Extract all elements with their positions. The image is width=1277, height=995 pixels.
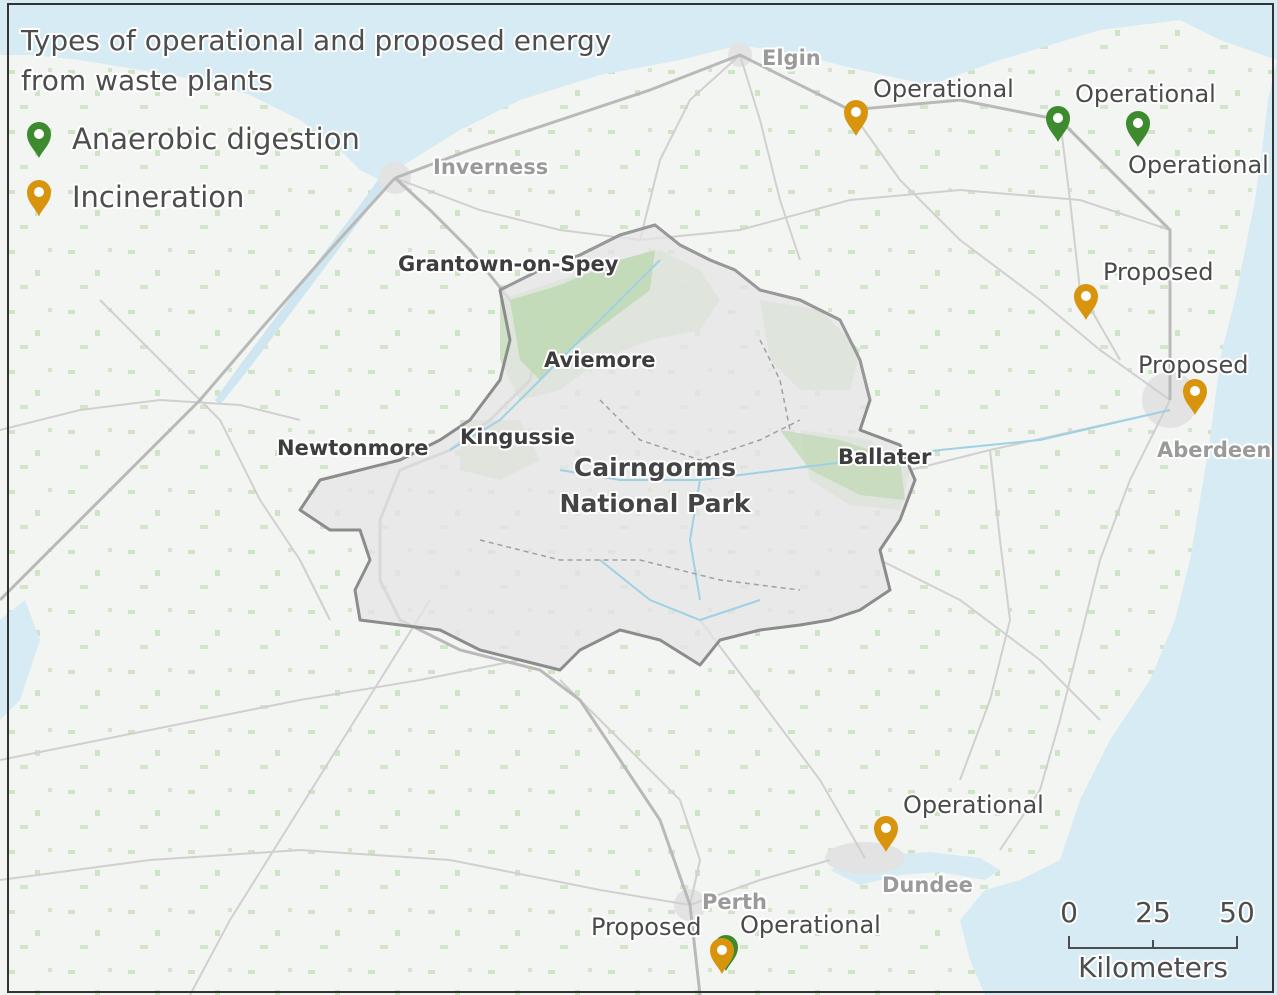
rothiemurchus-forest bbox=[510, 250, 655, 380]
scale-tick-50: 50 bbox=[1219, 896, 1255, 929]
rivers bbox=[449, 259, 1171, 622]
scale-tick-0: 0 bbox=[1060, 896, 1078, 929]
north-sea bbox=[960, 60, 1277, 995]
anaerobic-pin-icon bbox=[27, 122, 51, 158]
legend: Types of operational and proposed energy… bbox=[18, 22, 613, 216]
plant-marker-dundee-incineration[interactable] bbox=[874, 816, 898, 852]
legend-title-line1: Types of operational and proposed energy bbox=[20, 24, 611, 57]
town-aberdeen: Aberdeen bbox=[1157, 438, 1271, 462]
town-aviemore: Aviemore bbox=[544, 348, 656, 372]
town-perth: Perth bbox=[702, 890, 767, 914]
label-perth-proposed: Proposed bbox=[591, 913, 702, 941]
moray-firth-sea bbox=[0, 0, 1277, 180]
label-ne1-operational: Operational bbox=[1075, 80, 1216, 108]
plant-marker-ne2-anaerobic[interactable] bbox=[1126, 111, 1150, 147]
label-perth-operational: Operational bbox=[740, 911, 881, 939]
town-dundee: Dundee bbox=[882, 873, 973, 897]
town-newtonmore: Newtonmore bbox=[277, 436, 429, 460]
scale-bar-line bbox=[1068, 936, 1238, 949]
label-dundee-operational: Operational bbox=[903, 791, 1044, 819]
town-elgin: Elgin bbox=[762, 46, 821, 70]
map-frame bbox=[7, 3, 1274, 993]
legend-item-incineration: Incineration bbox=[72, 180, 244, 214]
park-name-line2: National Park bbox=[560, 489, 752, 518]
park-border-inner bbox=[499, 223, 871, 401]
plant-marker-inverurie-incineration[interactable] bbox=[1074, 284, 1098, 320]
incineration-pin-icon bbox=[27, 180, 51, 216]
plant-marker-ne1-anaerobic[interactable] bbox=[1046, 106, 1070, 142]
plant-marker-elgin-incineration[interactable] bbox=[844, 100, 868, 136]
park-name-line1: Cairngorms bbox=[574, 453, 736, 482]
label-elgin-operational: Operational bbox=[873, 75, 1014, 103]
west-loch bbox=[0, 600, 40, 720]
scale-tick-25: 25 bbox=[1135, 896, 1171, 929]
label-ne2-operational: Operational bbox=[1128, 151, 1269, 179]
label-inverurie-proposed: Proposed bbox=[1103, 258, 1214, 286]
plant-marker-aberdeen-incineration[interactable] bbox=[1183, 379, 1207, 415]
town-grantown-on-spey: Grantown-on-Spey bbox=[398, 252, 619, 276]
internal-boundaries bbox=[479, 339, 801, 591]
town-kingussie: Kingussie bbox=[460, 425, 575, 449]
minor-roads bbox=[0, 54, 1171, 995]
scale-bar: 0 25 50 Kilometers bbox=[1058, 894, 1257, 986]
ballater-forest bbox=[780, 430, 905, 500]
scale-unit: Kilometers bbox=[1078, 951, 1228, 984]
town-ballater: Ballater bbox=[838, 445, 932, 469]
plant-marker-perth-incineration[interactable] bbox=[710, 938, 734, 974]
legend-item-anaerobic: Anaerobic digestion bbox=[72, 122, 360, 156]
town-inverness: Inverness bbox=[433, 155, 548, 179]
legend-title-line2: from waste plants bbox=[21, 64, 273, 97]
label-aberdeen-proposed: Proposed bbox=[1138, 351, 1249, 379]
